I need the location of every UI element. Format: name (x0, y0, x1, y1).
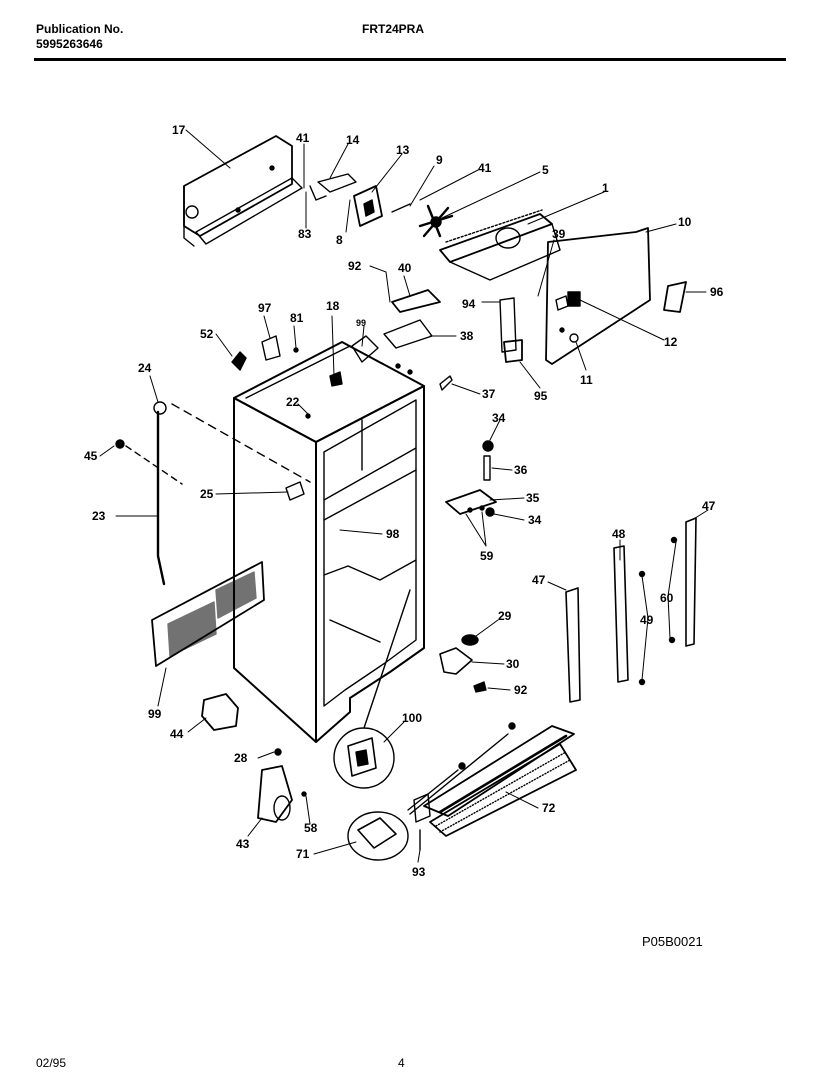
callout-36: 36 (514, 463, 528, 477)
callout-49: 49 (640, 613, 654, 627)
callout-44: 44 (170, 727, 184, 741)
callout-8: 8 (336, 233, 343, 247)
callout-92: 92 (348, 259, 362, 273)
callout-72: 72 (542, 801, 556, 815)
callout-92-lower: 92 (514, 683, 528, 697)
publication-label: Publication No. (36, 22, 124, 36)
control-housing-drawing (183, 135, 303, 247)
callout-41-right: 41 (478, 161, 492, 175)
callout-93: 93 (412, 865, 426, 879)
back-cover-drawing (151, 561, 265, 667)
publication-number: 5995263646 (36, 37, 103, 51)
callout-11: 11 (580, 373, 593, 387)
callout-34-lower: 34 (528, 513, 542, 527)
lower-grille-drawing (413, 722, 577, 851)
rear-panel-drawing (545, 227, 651, 365)
callout-23: 23 (92, 509, 106, 523)
callout-52: 52 (200, 327, 214, 341)
callout-34-top: 34 (492, 411, 506, 425)
small-parts-drawing (231, 335, 453, 501)
callout-1: 1 (602, 181, 609, 195)
cabinet-drawing (233, 341, 425, 743)
compressor-parts-drawing (201, 693, 307, 823)
callout-12: 12 (664, 335, 678, 349)
callout-60: 60 (660, 591, 674, 605)
bracket-parts-drawing (383, 281, 687, 363)
callout-39: 39 (552, 227, 566, 241)
callout-58: 58 (304, 821, 318, 835)
callout-95: 95 (534, 389, 548, 403)
callout-13: 13 (396, 143, 410, 157)
callout-5: 5 (542, 163, 549, 177)
clamp-parts-drawing (439, 634, 487, 693)
callout-94: 94 (462, 297, 476, 311)
header-rule (34, 58, 786, 61)
callout-22: 22 (286, 395, 300, 409)
callout-47-right: 47 (702, 499, 716, 513)
callout-14: 14 (346, 133, 360, 147)
model-number: FRT24PRA (362, 22, 425, 36)
callout-35: 35 (526, 491, 540, 505)
callout-25: 25 (200, 487, 214, 501)
callout-24: 24 (138, 361, 152, 375)
callout-40: 40 (398, 261, 412, 275)
callout-18: 18 (326, 299, 340, 313)
callout-100: 100 (402, 711, 422, 725)
callout-29: 29 (498, 609, 512, 623)
footer-date: 02/95 (36, 1056, 67, 1070)
callout-96: 96 (710, 285, 724, 299)
callout-47-left: 47 (532, 573, 546, 587)
callout-30: 30 (506, 657, 520, 671)
drain-tube-drawing (115, 401, 311, 586)
callout-28: 28 (234, 751, 248, 765)
callout-99-top: 99 (356, 318, 366, 328)
detail-views-drawing (333, 589, 509, 861)
publication-block: Publication No. 5995263646 (36, 22, 123, 52)
callout-59: 59 (480, 549, 494, 563)
callout-97: 97 (258, 301, 272, 315)
callout-98: 98 (386, 527, 400, 541)
callout-71: 71 (296, 847, 310, 861)
callout-37: 37 (482, 387, 496, 401)
callout-17: 17 (172, 123, 186, 137)
fan-assembly-drawing (309, 173, 561, 281)
callout-38: 38 (460, 329, 474, 343)
callout-labels: 17 41 14 13 9 41 5 1 83 8 39 10 92 40 94… (84, 123, 724, 879)
callout-99-bottom: 99 (148, 707, 162, 721)
callout-41: 41 (296, 131, 310, 145)
leader-lines (99, 129, 709, 863)
callout-9: 9 (436, 153, 443, 167)
page-number: 4 (398, 1056, 405, 1070)
callout-45: 45 (84, 449, 98, 463)
diagram-code: P05B0021 (642, 934, 703, 949)
callout-10: 10 (678, 215, 692, 229)
callout-83: 83 (298, 227, 312, 241)
callout-81: 81 (290, 311, 304, 325)
callout-43: 43 (236, 837, 250, 851)
trim-strips-drawing (565, 517, 697, 703)
callout-48: 48 (612, 527, 626, 541)
hinge-parts-drawing (445, 440, 497, 517)
